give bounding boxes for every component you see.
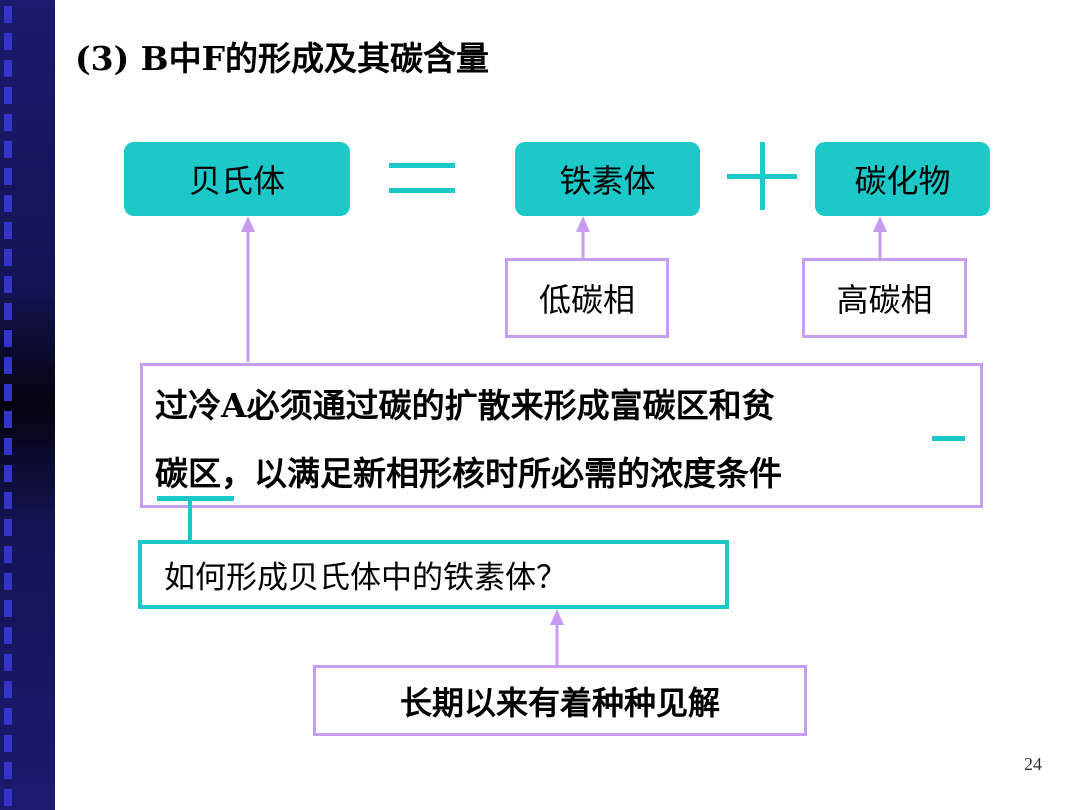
sidebar-dash — [4, 789, 12, 806]
sidebar-dash — [4, 654, 12, 671]
sidebar-dash — [4, 546, 12, 563]
sidebar-dash — [4, 762, 12, 779]
sidebar-dash — [4, 141, 12, 158]
sidebar-dash — [4, 627, 12, 644]
sidebar-dash — [4, 303, 12, 320]
carbide-box: 碳化物 — [815, 142, 990, 216]
equals-sign-bottom — [389, 188, 455, 193]
sidebar-dash — [4, 573, 12, 590]
sidebar-dash — [4, 735, 12, 752]
slide-sidebar — [0, 0, 55, 810]
sidebar-dash — [4, 438, 12, 455]
arrow-head — [576, 216, 590, 232]
sidebar-dash — [4, 249, 12, 266]
connector-line — [188, 500, 192, 540]
sidebar-dash — [4, 87, 12, 104]
arrow-head — [550, 609, 564, 625]
ferrite-box: 铁素体 — [515, 142, 700, 216]
arrow-head — [241, 216, 255, 232]
sidebar-dash — [4, 492, 12, 509]
sidebar-dash — [4, 519, 12, 536]
sidebar-dash — [4, 168, 12, 185]
sidebar-dash — [4, 330, 12, 347]
sidebar-dash — [4, 33, 12, 50]
low-carbon-box: 低碳相 — [505, 258, 669, 338]
arrow-head — [873, 216, 887, 232]
answer-box: 长期以来有着种种见解 — [313, 665, 807, 736]
sidebar-dash — [4, 6, 12, 23]
sidebar-dash — [4, 195, 12, 212]
sidebar-dash — [4, 114, 12, 131]
sidebar-dash — [4, 357, 12, 374]
explanation-box: 过冷A必须通过碳的扩散来形成富碳区和贫 碳区，以满足新相形核时所必需的浓度条件 — [140, 363, 983, 508]
sidebar-dash — [4, 384, 12, 401]
sidebar-dash — [4, 465, 12, 482]
explanation-line1: 过冷A必须通过碳的扩散来形成富碳区和贫 — [155, 386, 775, 425]
underline-mark — [932, 436, 965, 441]
question-box: 如何形成贝氏体中的铁素体？ — [138, 540, 729, 609]
underline-mark — [157, 496, 234, 501]
high-carbon-box: 高碳相 — [802, 258, 967, 338]
slide-title: (3) B中F的形成及其碳含量 — [75, 39, 489, 78]
explanation-line2: 碳区，以满足新相形核时所必需的浓度条件 — [155, 454, 782, 493]
sidebar-dash — [4, 276, 12, 293]
equals-sign-top — [389, 163, 455, 168]
bainite-box: 贝氏体 — [124, 142, 350, 216]
page-number: 24 — [1024, 754, 1042, 774]
plus-sign-v — [760, 142, 765, 210]
sidebar-dash — [4, 600, 12, 617]
sidebar-dash — [4, 60, 12, 77]
sidebar-dash — [4, 681, 12, 698]
sidebar-dash — [4, 708, 12, 725]
sidebar-dash — [4, 411, 12, 428]
sidebar-dash — [4, 222, 12, 239]
